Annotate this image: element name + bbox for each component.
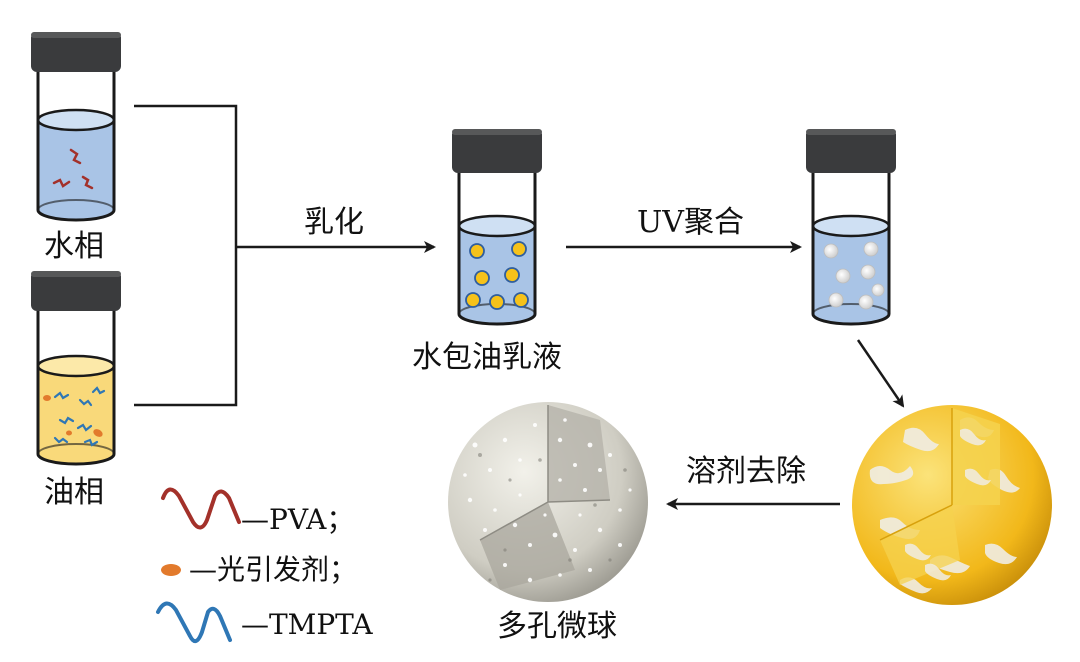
merge-connector xyxy=(134,104,436,407)
vial-cap xyxy=(806,129,896,173)
water-phase-label: 水相 xyxy=(44,229,104,264)
water-phase-vial xyxy=(31,32,121,222)
initiator-legend-icon xyxy=(161,564,181,576)
polymer-microspheres xyxy=(823,241,885,310)
tmpta-molecules xyxy=(53,386,106,447)
pva-molecules xyxy=(52,148,94,190)
emulsion-vial xyxy=(452,129,542,326)
vial-cap xyxy=(452,129,542,173)
down-arrow xyxy=(856,339,905,408)
porous-microsphere xyxy=(448,402,648,602)
vial-cap xyxy=(31,271,121,311)
oil-phase-vial xyxy=(31,271,121,466)
vial-cap xyxy=(31,32,121,72)
polymerized-liquid xyxy=(813,226,889,324)
legend-initiator-label: —光引发剂； xyxy=(189,553,358,586)
oil-droplets xyxy=(465,241,529,310)
tmpta-legend-icon xyxy=(156,601,232,644)
legend-symbols xyxy=(156,487,241,644)
legend-tmpta-label: —TMPTA xyxy=(241,608,373,641)
initiator-particles xyxy=(43,395,103,437)
solvent-removal-label: 溶剂去除 xyxy=(686,454,806,489)
legend-pva-label: —PVA； xyxy=(241,503,355,536)
pva-legend-icon xyxy=(161,487,241,530)
emulsify-label: 乳化 xyxy=(304,205,364,240)
water-liquid xyxy=(38,120,114,220)
solvent-filled-microsphere xyxy=(852,405,1052,605)
emulsion-label: 水包油乳液 xyxy=(412,340,562,375)
uv-polymerization-label: UV聚合 xyxy=(637,205,744,240)
porous-microsphere-label: 多孔微球 xyxy=(497,609,617,644)
polymerized-vial xyxy=(806,129,896,326)
oil-phase-label: 油相 xyxy=(44,475,104,510)
oil-liquid xyxy=(38,366,114,464)
